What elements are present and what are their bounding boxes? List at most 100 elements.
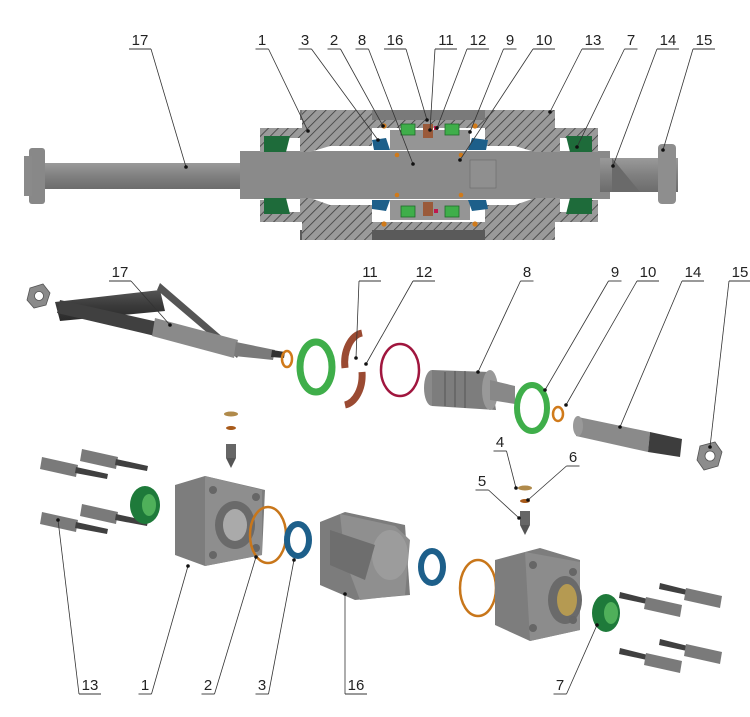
callout-label: 5 <box>478 473 486 490</box>
exploded-callout-top-9: 9 <box>543 264 622 392</box>
section-rod-17 <box>26 163 246 189</box>
leader-line <box>544 280 609 391</box>
section-seal-7-right <box>566 136 592 152</box>
section-callout-14: 14 <box>611 32 679 168</box>
callout-label: 9 <box>506 32 514 49</box>
part-12-oring <box>379 342 421 398</box>
section-barrel-16 <box>300 110 555 120</box>
section-callout-9: 9 <box>468 32 517 134</box>
callout-label: 13 <box>585 32 602 49</box>
callout-label: 3 <box>258 677 266 694</box>
leader-line <box>151 565 189 695</box>
section-callout-8: 8 <box>355 32 415 166</box>
exploded-callout-bottom-13: 13 <box>56 518 101 695</box>
leader-line <box>576 48 625 148</box>
leader-dot <box>458 158 462 162</box>
exploded-callout-top-14: 14 <box>618 264 704 429</box>
leader-line <box>619 280 683 428</box>
callout-label: 16 <box>348 677 365 694</box>
leader-dot <box>595 623 599 627</box>
callout-label: 16 <box>387 32 404 49</box>
part-4-washer <box>518 485 532 491</box>
callout-label: 8 <box>523 264 531 281</box>
callout-label: 11 <box>362 264 378 281</box>
callout-label: 15 <box>696 32 713 49</box>
leader-line <box>477 280 521 373</box>
part-13-tie-rods-right <box>619 583 722 673</box>
exploded-callout-middle-4: 4 <box>493 434 518 490</box>
part-2-oring-right <box>458 558 498 618</box>
section-callout-1: 1 <box>255 32 310 133</box>
leader-line <box>549 48 583 113</box>
section-oring-10 <box>394 152 400 158</box>
section-view <box>24 110 678 240</box>
leader-dot <box>184 165 188 169</box>
part-10-oring <box>551 405 565 423</box>
leader-line <box>365 280 414 365</box>
section-callout-10: 10 <box>458 32 555 162</box>
leader-line <box>506 450 517 489</box>
section-seal-7-left <box>264 136 290 152</box>
section-callout-3: 3 <box>298 32 380 142</box>
callout-label: 4 <box>496 434 504 451</box>
leader-line <box>612 48 658 167</box>
section-callout-16: 16 <box>384 32 429 122</box>
leader-line <box>488 489 520 519</box>
leader-line <box>429 48 436 131</box>
leader-dot <box>364 362 368 366</box>
leader-dot <box>575 145 579 149</box>
part-8-piston <box>424 370 515 410</box>
exploded-callout-top-17: 17 <box>109 264 172 327</box>
section-rod-17-head <box>29 148 45 204</box>
exploded-callout-top-8: 8 <box>476 264 534 374</box>
leader-dot <box>618 425 622 429</box>
part-green-seal <box>296 338 336 396</box>
part-16-barrel <box>320 512 410 600</box>
callout-label: 7 <box>627 32 635 49</box>
exploded-view <box>26 283 723 673</box>
part-13-tie-rods-left <box>40 449 148 534</box>
exploded-callout-top-12: 12 <box>364 264 435 366</box>
part-1-front-cap <box>175 476 265 566</box>
leader-line <box>268 559 295 695</box>
leader-line <box>527 465 567 501</box>
leader-dot <box>611 164 615 168</box>
leader-line <box>405 48 428 121</box>
leader-dot <box>354 356 358 360</box>
leader-dot <box>168 323 172 327</box>
leader-dot <box>381 124 385 128</box>
callout-label: 17 <box>112 264 129 281</box>
section-callout-7: 7 <box>575 32 638 149</box>
section-callout-2: 2 <box>327 32 385 128</box>
left-needle-assembly <box>224 411 238 468</box>
leader-line <box>340 48 384 127</box>
callout-label: 1 <box>258 32 266 49</box>
leader-line <box>459 48 534 161</box>
part-11-guide-band <box>341 329 364 369</box>
exploded-callout-top-11: 11 <box>354 264 381 360</box>
exploded-callout-top-10: 10 <box>564 264 659 407</box>
exploded-callout-bottom-1: 1 <box>138 564 190 695</box>
section-guide-band-11 <box>423 124 433 138</box>
part-9-piston-seal <box>514 382 550 434</box>
callout-label: 12 <box>416 264 433 281</box>
callout-label: 9 <box>611 264 619 281</box>
callout-label: 6 <box>569 449 577 466</box>
leader-dot <box>306 129 310 133</box>
callout-label: 14 <box>660 32 677 49</box>
callout-label: 11 <box>438 32 454 49</box>
leader-dot <box>254 555 258 559</box>
part-5-needle <box>520 511 530 525</box>
callout-label: 1 <box>141 677 149 694</box>
exploded-callout-bottom-3: 3 <box>255 558 296 695</box>
callout-label: 15 <box>732 264 749 281</box>
leader-dot <box>56 518 60 522</box>
leader-line <box>150 48 187 168</box>
part-3-seal <box>284 521 312 559</box>
section-cap-13 <box>485 110 598 152</box>
section-callout-12: 12 <box>435 32 489 130</box>
leader-line <box>57 519 80 695</box>
leader-dot <box>564 403 568 407</box>
callout-label: 2 <box>330 32 338 49</box>
